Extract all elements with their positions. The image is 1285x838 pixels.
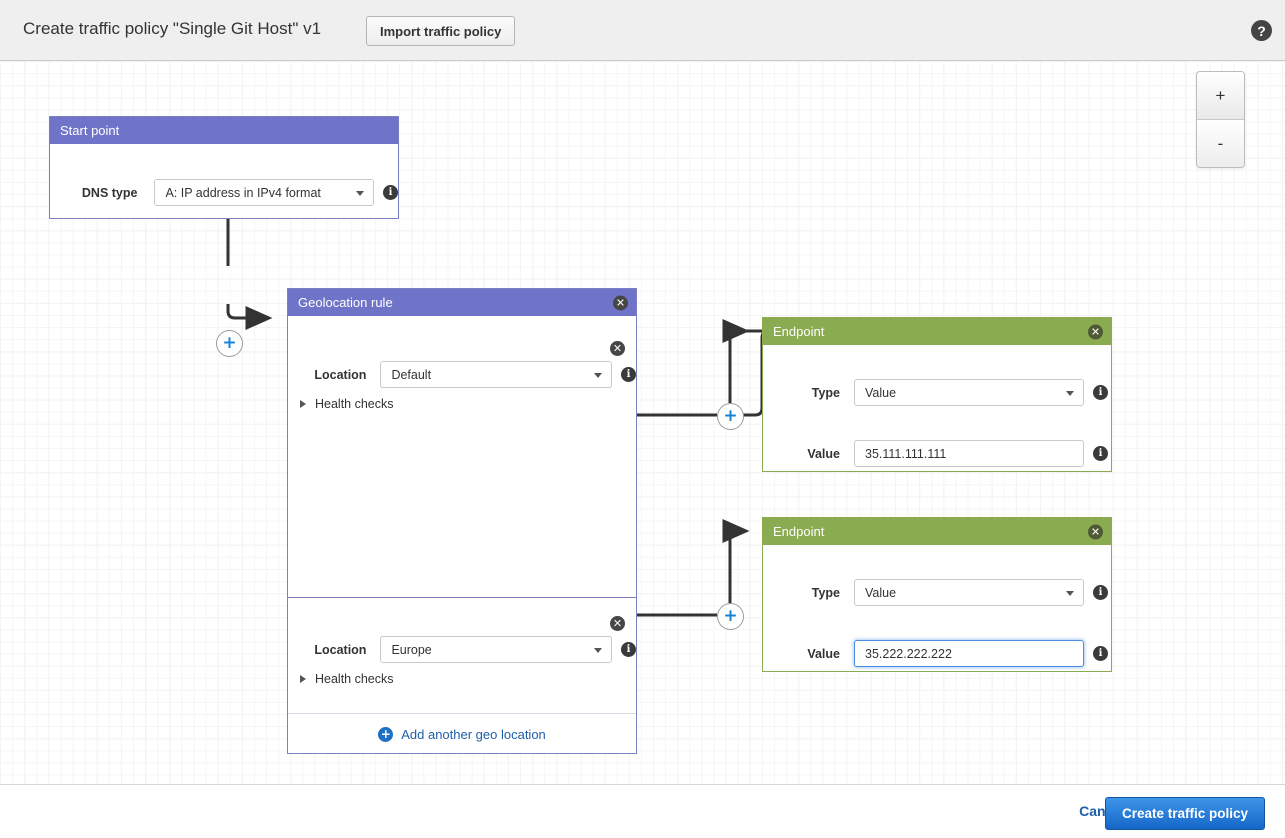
location-value: Europe (391, 642, 432, 657)
endpoint-type-select[interactable]: Value (854, 579, 1084, 606)
footer-action-bar: Cancel Create traffic policy (0, 784, 1285, 838)
endpoint-type-row: Type Value i (763, 579, 1111, 606)
endpoint-value-text: 35.222.222.222 (865, 646, 952, 661)
endpoint-header: Endpoint ✕ (763, 518, 1111, 545)
location-select[interactable]: Default (380, 361, 612, 388)
dns-type-select[interactable]: A: IP address in IPv4 format (154, 179, 374, 206)
zoom-out-button[interactable]: - (1197, 119, 1244, 167)
zoom-in-button[interactable]: + (1197, 72, 1244, 119)
endpoint-type-row: Type Value i (763, 379, 1111, 406)
dns-type-value: A: IP address in IPv4 format (165, 185, 321, 200)
add-another-geo-location-button[interactable]: + Add another geo location (288, 713, 636, 754)
chevron-down-icon (356, 190, 364, 196)
health-checks-label: Health checks (315, 672, 394, 686)
endpoint-title: Endpoint (773, 324, 825, 339)
dns-type-info-icon[interactable]: i (383, 185, 398, 200)
add-node-after-start[interactable]: + (216, 330, 243, 357)
geo-row-divider (288, 597, 636, 598)
endpoint-value-input[interactable]: 35.111.111.111 (854, 440, 1084, 467)
add-node-geo-row-2[interactable]: + (717, 603, 744, 630)
endpoint-value-label: Value (807, 646, 840, 661)
endpoint-type-label: Type (811, 585, 840, 600)
close-icon[interactable]: ✕ (1088, 524, 1103, 539)
endpoint-node-2[interactable]: Endpoint ✕ Type Value i Value 35.222.222… (762, 517, 1112, 672)
location-label: Location (314, 367, 367, 382)
import-traffic-policy-button[interactable]: Import traffic policy (366, 16, 516, 46)
endpoint-type-value: Value (865, 585, 897, 600)
location-info-icon[interactable]: i (621, 367, 636, 382)
add-another-geo-location-label: Add another geo location (401, 726, 546, 742)
geo-location-row: ✕ Location Default i Health checks (288, 316, 636, 526)
close-icon[interactable]: ✕ (1088, 324, 1103, 339)
endpoint-type-value: Value (865, 385, 897, 400)
health-checks-label: Health checks (315, 397, 394, 411)
chevron-down-icon (1066, 390, 1074, 396)
zoom-controls: + - (1196, 71, 1245, 168)
close-icon[interactable]: ✕ (613, 295, 628, 310)
geolocation-rule-node[interactable]: Geolocation rule ✕ ✕ Location Default i (287, 288, 637, 754)
chevron-right-icon (300, 675, 306, 683)
chevron-down-icon (1066, 590, 1074, 596)
health-checks-disclosure[interactable]: Health checks (300, 672, 394, 686)
location-info-icon[interactable]: i (621, 642, 636, 657)
page-title: Create traffic policy "Single Git Host" … (23, 19, 322, 38)
policy-canvas[interactable]: + + + + - Start point DNS type A: IP add… (0, 61, 1285, 784)
endpoint-value-row: Value 35.111.111.111 i (763, 440, 1111, 467)
remove-geo-location-icon[interactable]: ✕ (610, 616, 625, 631)
top-header-bar: Create traffic policy "Single Git Host" … (0, 0, 1285, 61)
endpoint-type-label: Type (811, 385, 840, 400)
endpoint-type-select[interactable]: Value (854, 379, 1084, 406)
start-point-title: Start point (60, 123, 120, 138)
geo-location-row: ✕ Location Europe i Health checks (288, 598, 636, 713)
chevron-down-icon (594, 647, 602, 653)
endpoint-type-info-icon[interactable]: i (1093, 585, 1108, 600)
chevron-down-icon (594, 372, 602, 378)
location-select[interactable]: Europe (380, 636, 612, 663)
plus-icon: + (378, 726, 394, 742)
start-point-body: DNS type A: IP address in IPv4 format i (50, 144, 398, 219)
endpoint-body: Type Value i Value 35.222.222.222 i (763, 545, 1111, 672)
chevron-right-icon (300, 400, 306, 408)
start-point-node[interactable]: Start point DNS type A: IP address in IP… (49, 116, 399, 219)
endpoint-type-info-icon[interactable]: i (1093, 385, 1108, 400)
endpoint-value-row: Value 35.222.222.222 i (763, 640, 1111, 667)
geolocation-rule-body: ✕ Location Default i Health checks (288, 316, 636, 754)
endpoint-value-input[interactable]: 35.222.222.222 (854, 640, 1084, 667)
create-traffic-policy-button[interactable]: Create traffic policy (1104, 797, 1265, 830)
endpoint-node-1[interactable]: Endpoint ✕ Type Value i Value 35.111.111… (762, 317, 1112, 472)
endpoint-value-info-icon[interactable]: i (1093, 646, 1108, 661)
dns-type-label: DNS type (81, 185, 138, 200)
location-label: Location (314, 642, 367, 657)
geolocation-rule-header: Geolocation rule ✕ (288, 289, 636, 316)
endpoint-body: Type Value i Value 35.111.111.111 i (763, 345, 1111, 472)
endpoint-header: Endpoint ✕ (763, 318, 1111, 345)
endpoint-value-label: Value (807, 446, 840, 461)
add-node-geo-row-1[interactable]: + (717, 403, 744, 430)
endpoint-title: Endpoint (773, 524, 825, 539)
remove-geo-location-icon[interactable]: ✕ (610, 341, 625, 356)
health-checks-disclosure[interactable]: Health checks (300, 397, 394, 411)
help-icon[interactable]: ? (1251, 20, 1272, 41)
endpoint-value-text: 35.111.111.111 (865, 446, 947, 461)
start-point-header: Start point (50, 117, 398, 144)
geolocation-rule-title: Geolocation rule (298, 295, 393, 310)
dns-type-row: DNS type A: IP address in IPv4 format i (50, 179, 398, 206)
location-value: Default (391, 367, 432, 382)
endpoint-value-info-icon[interactable]: i (1093, 446, 1108, 461)
connector-wires (226, 219, 770, 617)
